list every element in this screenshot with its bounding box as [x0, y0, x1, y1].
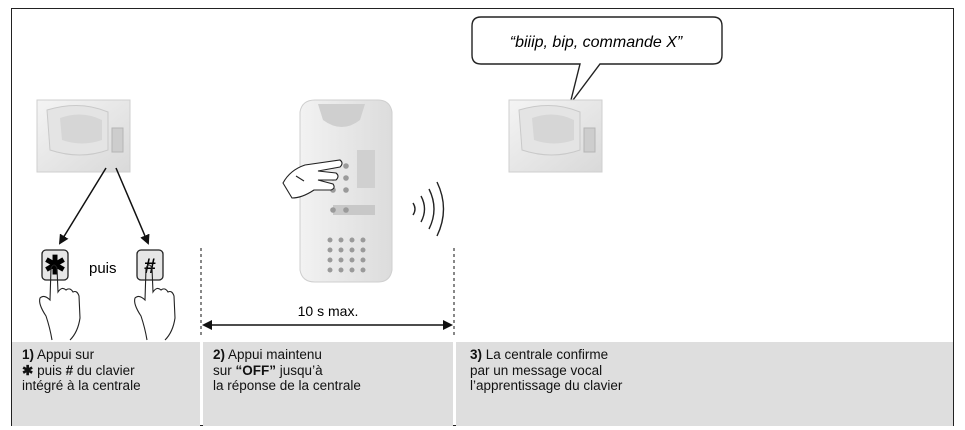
duration-label: 10 s max. [298, 303, 359, 319]
hand-icon-remote [282, 159, 343, 199]
caption-1-line3: intégré à la centrale [22, 378, 141, 393]
caption-2-jusqua: jusqu’à [279, 362, 323, 378]
caption-3-line1: La centrale confirme [485, 347, 609, 362]
caption-1-number: 1) [22, 347, 35, 362]
arrow-to-hash-key [115, 167, 150, 245]
caption-2-number: 2) [213, 347, 226, 362]
speech-bubble-text: “biiip, bip, commande X” [510, 34, 683, 51]
radio-waves-icon [412, 181, 445, 237]
hand-icon-hash [134, 264, 176, 341]
caption-step-3: 3) La centrale confirme par un message v… [456, 342, 953, 426]
caption-3-line2: par un message vocal [470, 362, 603, 378]
caption-2-off: “OFF” [235, 362, 277, 378]
caption-1-puis: puis [37, 362, 62, 378]
puis-label: puis [89, 260, 117, 277]
hash-key-label: # [144, 255, 156, 278]
caption-2-line1: Appui maintenu [228, 347, 322, 362]
caption-3-number: 3) [470, 347, 483, 362]
caption-step-2: 2) Appui maintenu sur “OFF” jusqu’à la r… [203, 342, 453, 426]
hand-icon-star [39, 264, 81, 341]
keypad-remote [299, 99, 393, 283]
caption-1-du-clavier: du clavier [76, 362, 135, 378]
caption-step-1: 1) Appui sur ✱ puis # du clavier intégré… [12, 342, 200, 426]
control-panel-right [508, 99, 603, 173]
arrow-to-star-key [58, 167, 107, 245]
caption-1-star: ✱ [22, 362, 34, 378]
speech-bubble: “biiip, bip, commande X” [471, 16, 723, 105]
caption-2-sur: sur [213, 362, 232, 378]
caption-1-hash: # [65, 362, 74, 378]
caption-3-line3: l’apprentissage du clavier [470, 378, 623, 393]
caption-1-line1: Appui sur [37, 347, 95, 362]
caption-2-line3: la réponse de la centrale [213, 378, 361, 393]
control-panel-left [36, 99, 131, 173]
